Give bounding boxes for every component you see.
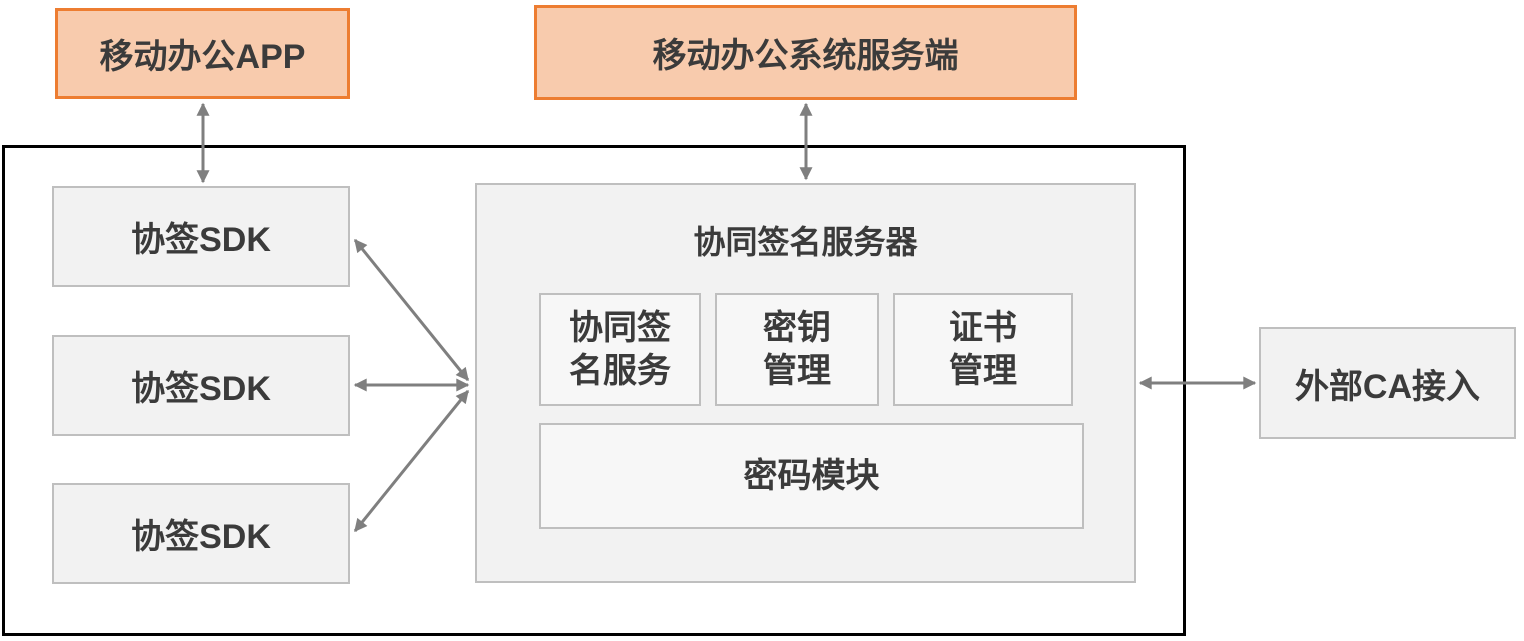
- sdk-box-2: 协签SDK: [52, 335, 350, 436]
- sdk-box-2-label: 协签SDK: [131, 370, 271, 408]
- node-mobile-system-server: 移动办公系统服务端: [534, 5, 1077, 100]
- sdk-box-3-label: 协签SDK: [131, 518, 271, 556]
- signing-server-box: 协同签名服务器 协同签 名服务 密钥 管理 证书 管理 密码模块: [475, 183, 1136, 583]
- module-crypto: 密码模块: [539, 423, 1084, 529]
- sdk-box-1-label: 协签SDK: [131, 221, 271, 259]
- module-cert-management: 证书 管理: [893, 293, 1073, 406]
- signing-server-title: 协同签名服务器: [693, 224, 918, 260]
- module-key-management-label: 密钥 管理: [763, 309, 831, 390]
- sdk-box-1: 协签SDK: [52, 186, 350, 287]
- module-co-sign-service: 协同签 名服务: [539, 293, 701, 406]
- module-crypto-label: 密码模块: [743, 456, 880, 495]
- node-mobile-app: 移动办公APP: [55, 8, 350, 99]
- sdk-box-3: 协签SDK: [52, 483, 350, 584]
- node-mobile-app-label: 移动办公APP: [99, 38, 306, 76]
- internal-boundary-box: [2, 145, 1186, 636]
- node-external-ca-label: 外部CA接入: [1294, 367, 1481, 406]
- node-external-ca: 外部CA接入: [1259, 327, 1516, 439]
- module-co-sign-service-label: 协同签 名服务: [569, 309, 671, 390]
- module-cert-management-label: 证书 管理: [949, 309, 1017, 390]
- module-key-management: 密钥 管理: [715, 293, 879, 406]
- node-mobile-system-server-label: 移动办公系统服务端: [652, 37, 959, 75]
